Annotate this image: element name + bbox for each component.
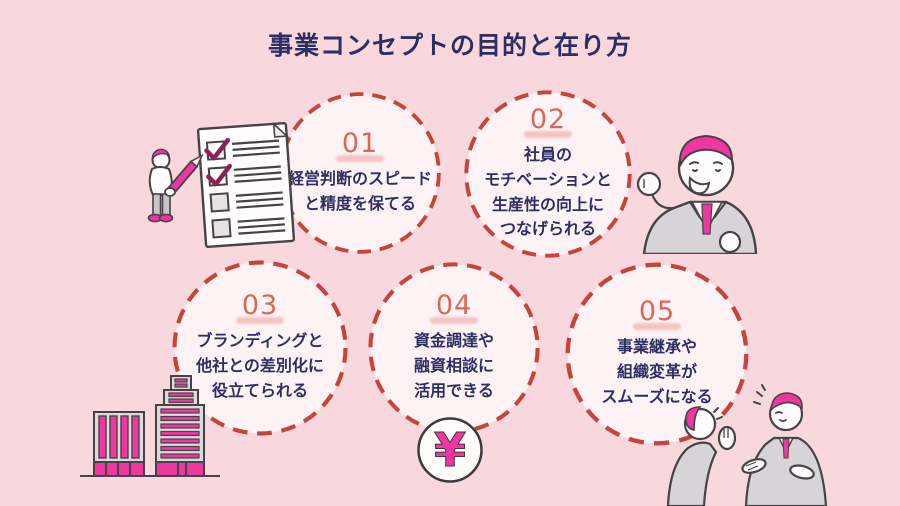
number-underline-swoosh: [235, 317, 284, 325]
item-number-wrap: 05: [632, 296, 681, 331]
item-number-wrap: 01: [335, 127, 384, 162]
item-number: 05: [638, 296, 676, 328]
yen-symbol: ¥: [434, 423, 466, 477]
dashed-ring: [565, 262, 749, 446]
dashed-ring: [172, 260, 348, 436]
item-number-wrap: 03: [235, 290, 284, 325]
number-underline-swoosh: [632, 323, 681, 331]
item-text: 事業継承や 組織変革が スムーズになる: [601, 337, 713, 406]
item-circle-02: 02 社員の モチベーションと 生産性の向上に つなげられる: [462, 88, 634, 260]
dashed-ring: [464, 90, 632, 258]
item-circle-04: 04 資金調達や 融資相談に 活用できる: [366, 260, 542, 436]
item-text: ブランディングと 他社との差別化に 役立てられる: [196, 331, 324, 400]
number-underline-swoosh: [523, 130, 572, 138]
buildings-illustration: [80, 375, 220, 477]
item-number-wrap: 02: [523, 103, 572, 138]
item-number: 02: [529, 103, 567, 135]
item-number: 04: [435, 290, 473, 322]
talking-people-illustration: [666, 384, 828, 506]
item-text: 社員の モチベーションと 生産性の向上に つなげられる: [484, 144, 612, 239]
item-number: 01: [341, 127, 379, 159]
yen-coin-icon: ¥: [417, 417, 483, 483]
page-title: 事業コンセプトの目的と在り方: [267, 31, 632, 60]
item-circle-01: 01 経営判断のスピード と精度を保てる: [277, 90, 443, 256]
number-underline-swoosh: [335, 154, 384, 162]
item-text: 経営判断のスピード と精度を保てる: [287, 168, 432, 213]
dashed-ring: [279, 92, 441, 254]
item-circle-05: 05 事業継承や 組織変革が スムーズになる: [563, 260, 751, 448]
number-underline-swoosh: [429, 317, 478, 325]
item-text: 資金調達や 融資相談に 活用できる: [413, 331, 494, 400]
cheering-businessman-illustration: [636, 134, 758, 254]
checklist-illustration: [147, 121, 296, 248]
item-number-wrap: 04: [429, 290, 478, 325]
item-circle-03: 03 ブランディングと 他社との差別化に 役立てられる: [170, 258, 350, 438]
item-number: 03: [241, 290, 279, 322]
